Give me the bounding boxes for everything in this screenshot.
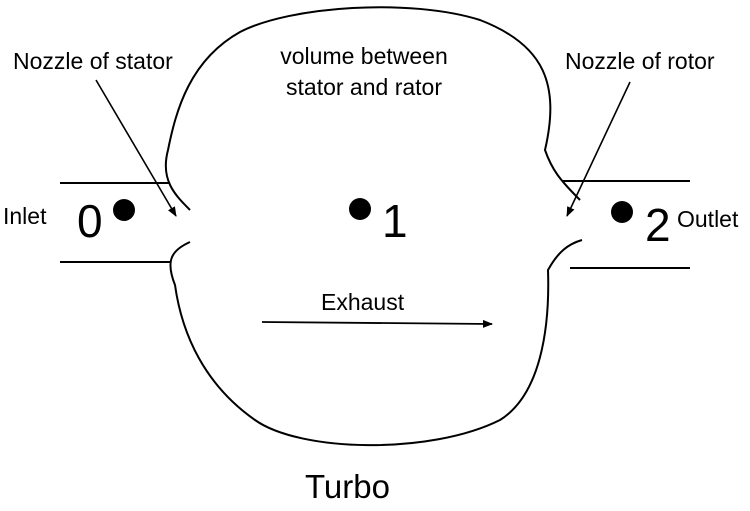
nozzle-of-stator-label: Nozzle of stator — [13, 48, 173, 74]
point-0-dot — [113, 199, 135, 221]
volume-label-line2: stator and rator — [286, 74, 442, 100]
exhaust-label: Exhaust — [321, 289, 405, 315]
point-0-label: 0 — [77, 195, 103, 247]
stator-pointer-arrow — [95, 79, 177, 217]
diagram-title: Turbo — [305, 468, 390, 505]
chamber-outline-lower — [169, 239, 583, 447]
chamber-outline-upper — [164, 6, 581, 211]
inlet-label: Inlet — [3, 203, 47, 229]
point-1-dot — [349, 198, 371, 220]
point-2-dot — [611, 201, 633, 223]
volume-label-line1: volume between — [280, 43, 448, 69]
point-1-label: 1 — [382, 195, 408, 247]
outlet-label: Outlet — [677, 206, 739, 232]
point-2-label: 2 — [645, 199, 671, 251]
rotor-pointer-arrow — [566, 81, 631, 217]
nozzle-of-rotor-label: Nozzle of rotor — [565, 48, 715, 74]
exhaust-arrow — [261, 319, 493, 328]
